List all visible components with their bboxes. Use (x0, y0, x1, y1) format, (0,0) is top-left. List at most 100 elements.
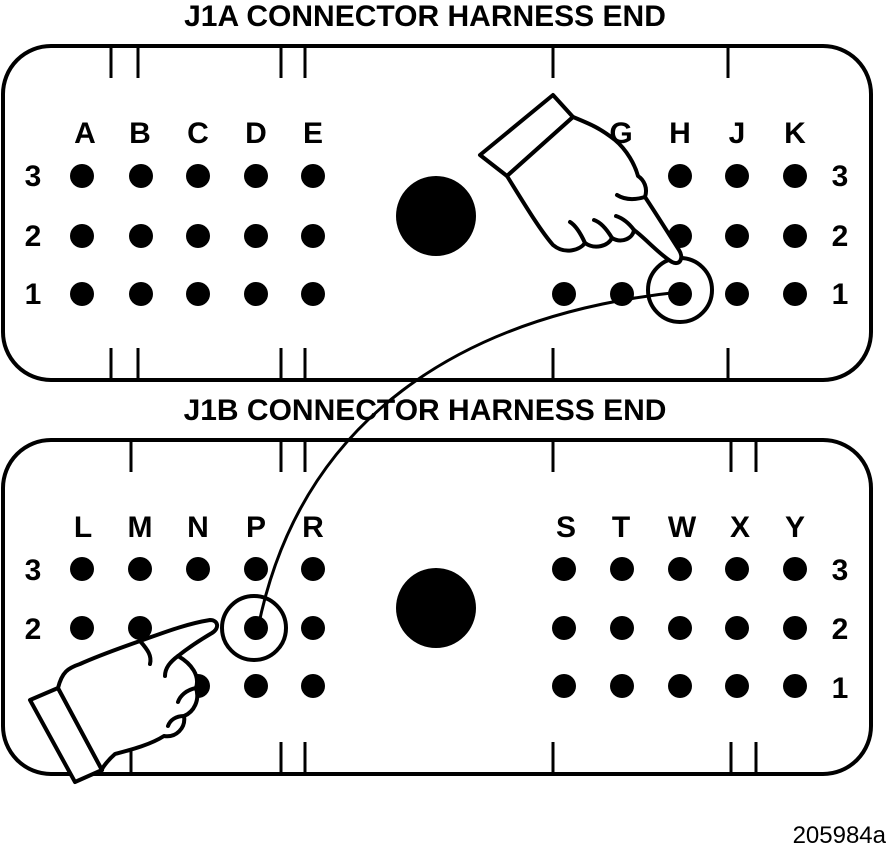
column-label: K (784, 117, 806, 150)
pin (244, 164, 268, 188)
pin-h1 (668, 282, 692, 306)
column-label: B (129, 117, 151, 150)
j1a-pins (70, 164, 807, 306)
column-label: P (246, 511, 266, 544)
pin (244, 224, 268, 248)
row-label: 2 (832, 613, 849, 646)
pin (301, 164, 325, 188)
pin (129, 282, 153, 306)
pin (186, 224, 210, 248)
pin (783, 224, 807, 248)
pin (552, 557, 576, 581)
pin (128, 557, 152, 581)
pin (783, 557, 807, 581)
pin (301, 282, 325, 306)
pin (783, 282, 807, 306)
column-label: J (729, 117, 746, 150)
pin (783, 164, 807, 188)
row-label: 3 (832, 160, 849, 193)
j1a-title: J1A CONNECTOR HARNESS END (184, 0, 666, 33)
jumper-wire (256, 290, 681, 629)
pin (186, 282, 210, 306)
pin (783, 674, 807, 698)
pointing-hand-icon (478, 93, 684, 265)
column-label: M (128, 511, 153, 544)
pin (70, 224, 94, 248)
row-label: 3 (25, 160, 42, 193)
j1a-housing (1, 44, 873, 382)
column-label: N (187, 511, 209, 544)
j1a-column-labels: A B C D E G H J K (74, 117, 806, 150)
j1b-key-tabs (129, 440, 758, 774)
column-label: D (245, 117, 267, 150)
row-label: 2 (25, 220, 42, 253)
pin (244, 674, 268, 698)
j1a-connector: J1A CONNECTOR HARNESS END A B C D E G H … (1, 0, 873, 382)
pin (301, 616, 325, 640)
column-label: C (187, 117, 209, 150)
pin (129, 164, 153, 188)
pin (725, 674, 749, 698)
pin (668, 674, 692, 698)
pin (244, 557, 268, 581)
pin (70, 164, 94, 188)
column-label: E (303, 117, 323, 150)
column-label: A (74, 117, 96, 150)
pin (725, 224, 749, 248)
column-label: X (730, 511, 750, 544)
row-label: 1 (832, 672, 849, 705)
pin (244, 282, 268, 306)
pin (725, 282, 749, 306)
pin (301, 674, 325, 698)
pin (129, 224, 153, 248)
j1a-row-labels: 3 2 1 3 2 1 (25, 160, 849, 311)
pin (301, 224, 325, 248)
j1b-column-labels: L M N P R S T W X Y (74, 511, 805, 544)
pin (301, 557, 325, 581)
pin (70, 557, 94, 581)
row-label: 1 (832, 278, 849, 311)
pin (552, 616, 576, 640)
j1b-center-post (396, 568, 476, 648)
column-label: T (612, 511, 630, 544)
pin-p2 (244, 616, 268, 640)
pin (725, 616, 749, 640)
row-label: 3 (832, 554, 849, 587)
probe-source-ring (220, 594, 288, 662)
figure-number: 205984a (793, 822, 887, 849)
pin (725, 164, 749, 188)
pin (70, 282, 94, 306)
pin (725, 557, 749, 581)
row-label: 2 (25, 613, 42, 646)
j1a-center-post (396, 176, 476, 256)
pin (610, 557, 634, 581)
pointing-hand-icon (28, 618, 219, 784)
pin (668, 616, 692, 640)
column-label: R (302, 511, 324, 544)
j1a-key-tabs (109, 46, 730, 380)
pin (610, 674, 634, 698)
pin (70, 616, 94, 640)
pin (552, 674, 576, 698)
column-label: L (74, 511, 92, 544)
row-label: 3 (25, 554, 42, 587)
pin (668, 557, 692, 581)
pin (783, 616, 807, 640)
row-label: 1 (25, 278, 42, 311)
j1b-housing (1, 438, 873, 776)
column-label: H (669, 117, 691, 150)
pin (186, 164, 210, 188)
j1b-connector: J1B CONNECTOR HARNESS END L M N P R S T … (1, 394, 873, 776)
row-label: 2 (832, 220, 849, 253)
pin (128, 616, 152, 640)
column-label: W (668, 511, 697, 544)
column-label: Y (785, 511, 805, 544)
j1b-row-labels: 3 2 3 2 1 (25, 554, 849, 705)
pin (552, 282, 576, 306)
pin (186, 557, 210, 581)
j1b-title: J1B CONNECTOR HARNESS END (184, 394, 667, 427)
j1b-pins (70, 557, 807, 698)
pin (668, 164, 692, 188)
pin (610, 616, 634, 640)
